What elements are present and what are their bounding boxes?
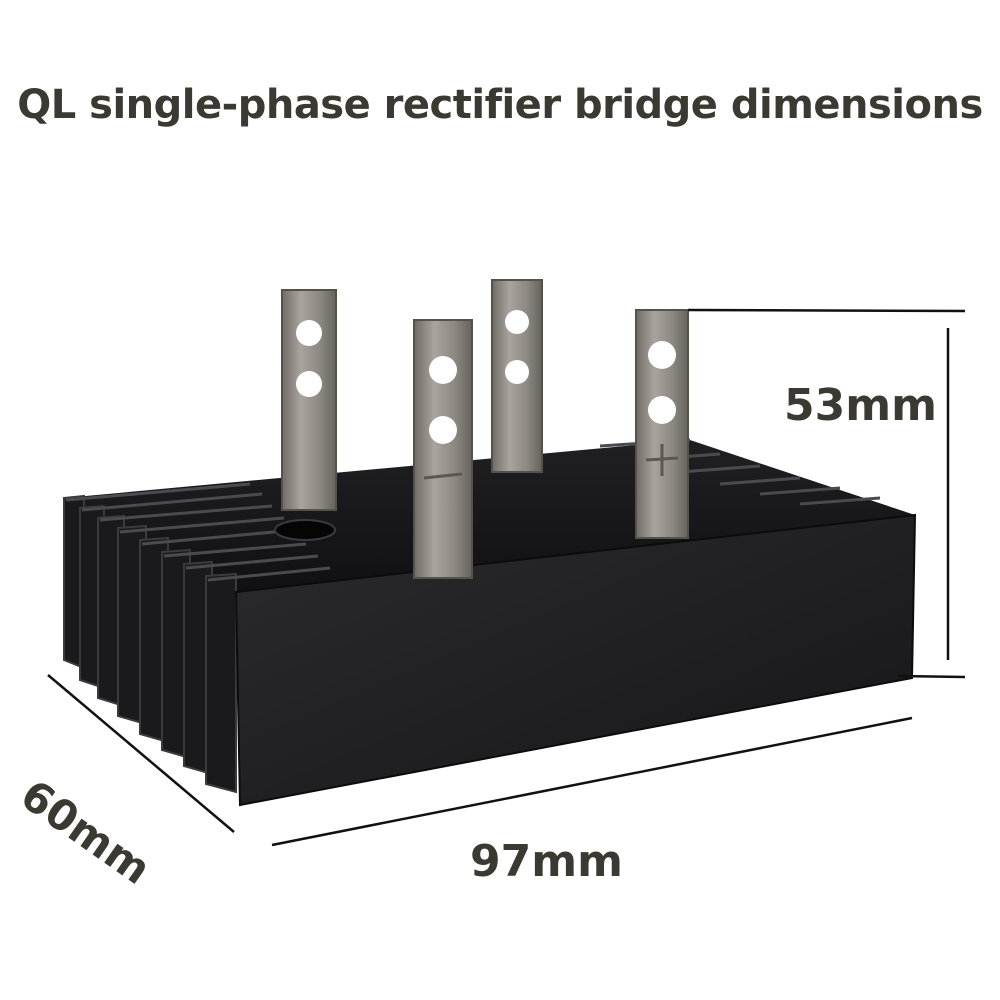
terminal-1 xyxy=(281,289,337,511)
height-label: 53mm xyxy=(784,380,937,431)
width-dimension-line xyxy=(271,716,913,847)
width-label: 97mm xyxy=(470,836,623,887)
heatsink-front-face xyxy=(234,513,917,807)
terminal-4-positive xyxy=(635,309,689,539)
depth-dimension-line xyxy=(47,674,235,833)
heatsink-fins xyxy=(63,494,237,794)
height-top-extension xyxy=(687,308,966,313)
terminal-3 xyxy=(491,279,543,473)
terminal-2-negative xyxy=(413,319,473,579)
dimension-lines xyxy=(47,308,966,847)
mounting-hole xyxy=(274,519,336,541)
heatsink-fin-tops xyxy=(65,438,881,582)
height-bottom-extension xyxy=(897,674,966,679)
diagram-title: QL single-phase rectifier bridge dimensi… xyxy=(17,82,983,128)
